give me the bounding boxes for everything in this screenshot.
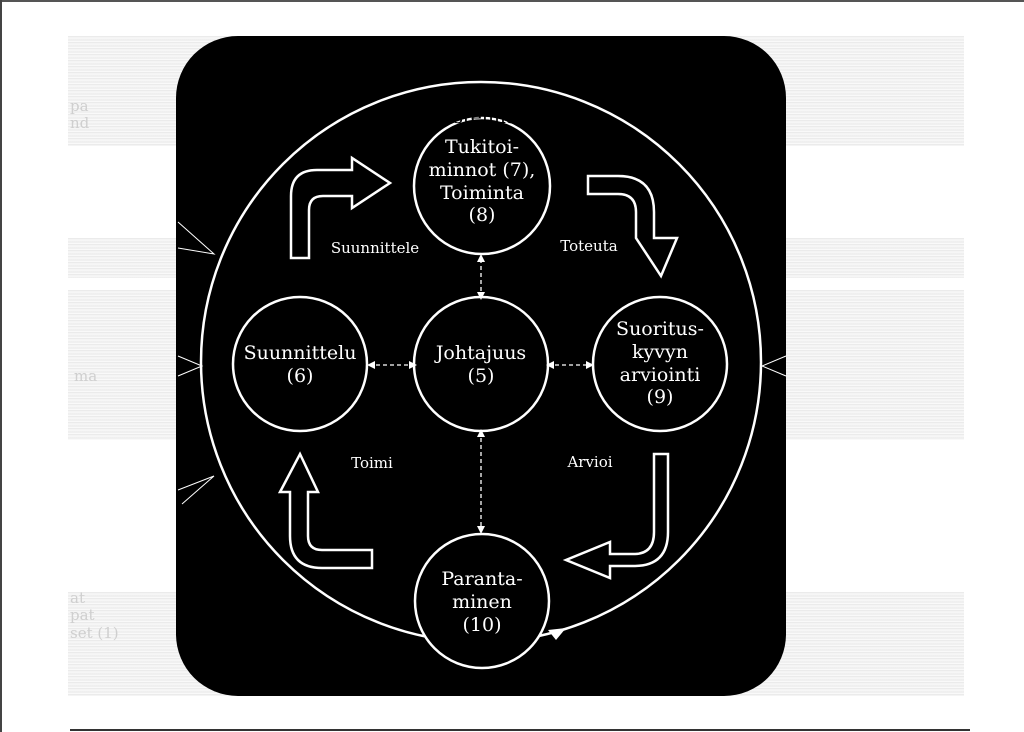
input-arrow-middle-left <box>177 355 204 377</box>
qms-closing-arrowhead <box>548 628 566 640</box>
input-arrow-lower-left <box>177 475 215 505</box>
qms-title: Laadunhallinta- järjestelmä (4) <box>360 38 600 129</box>
frame-top-line <box>0 0 1024 2</box>
node-label-tuki: Tukitoi- minnot (7), Toiminta (8) <box>428 136 536 227</box>
node-label-johtajuus: Johtajuus (5) <box>435 342 527 387</box>
cycle-arrow-toteuta <box>586 174 679 279</box>
cycle-label-toteuta: Toteuta <box>560 237 618 255</box>
cycle-label-suunnittele: Suunnittele <box>330 239 420 257</box>
cycle-label-arvioi: Arvioi <box>567 453 613 471</box>
qms-title-line2: järjestelmä (4) <box>409 106 551 129</box>
background-fragment-left-mid: ma <box>74 368 98 385</box>
cycle-arrow-toimi <box>277 451 374 570</box>
node-circle-parantaminen <box>413 532 551 670</box>
frame-left-line <box>0 0 2 732</box>
node-label-suoritus: Suoritus- kyvyn arviointi (9) <box>616 318 704 409</box>
cycle-arrow-arvioi <box>562 452 670 580</box>
background-fragment-left-top: pa nd <box>70 98 90 133</box>
background-fragment-left-bottom: at pat set (1) <box>70 590 119 642</box>
input-arrow-upper-left <box>177 221 216 255</box>
cycle-arrow-suunnittele <box>289 155 393 260</box>
node-label-suunnittelu: Suunnittelu (6) <box>243 342 357 387</box>
frame-bottom-line <box>70 729 970 731</box>
node-label-parantaminen: Paranta- minen (10) <box>441 568 523 636</box>
qms-title-line1: Laadunhallinta- <box>404 60 556 83</box>
input-arrow-right <box>760 355 787 377</box>
cycle-label-toimi: Toimi <box>351 454 393 472</box>
